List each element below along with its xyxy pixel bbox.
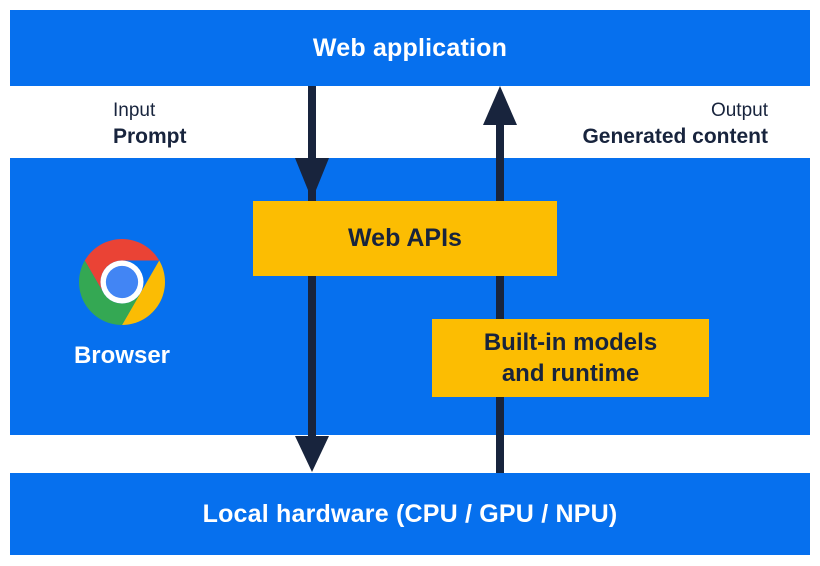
input-value: Prompt [113,125,187,148]
builtin-models-box: Built-in models and runtime [432,319,709,397]
builtin-models-label: Built-in models and runtime [483,329,658,387]
browser-identity: Browser [42,239,202,370]
output-value: Generated content [582,125,768,148]
local-hardware-label: Local hardware (CPU / GPU / NPU) [202,499,618,528]
chrome-logo-center [105,265,139,299]
input-note: Input Prompt [113,98,187,150]
web-application-label: Web application [312,33,508,62]
input-title: Input [113,100,156,121]
web-apis-label: Web APIs [348,224,462,252]
local-hardware-layer: Local hardware (CPU / GPU / NPU) [10,473,810,555]
web-apis-box: Web APIs [253,201,557,276]
chrome-logo-icon [79,239,165,325]
output-title: Output [710,100,768,121]
web-application-layer: Web application [10,10,810,86]
browser-label: Browser [73,342,171,369]
output-note: Output Generated content [582,98,768,150]
